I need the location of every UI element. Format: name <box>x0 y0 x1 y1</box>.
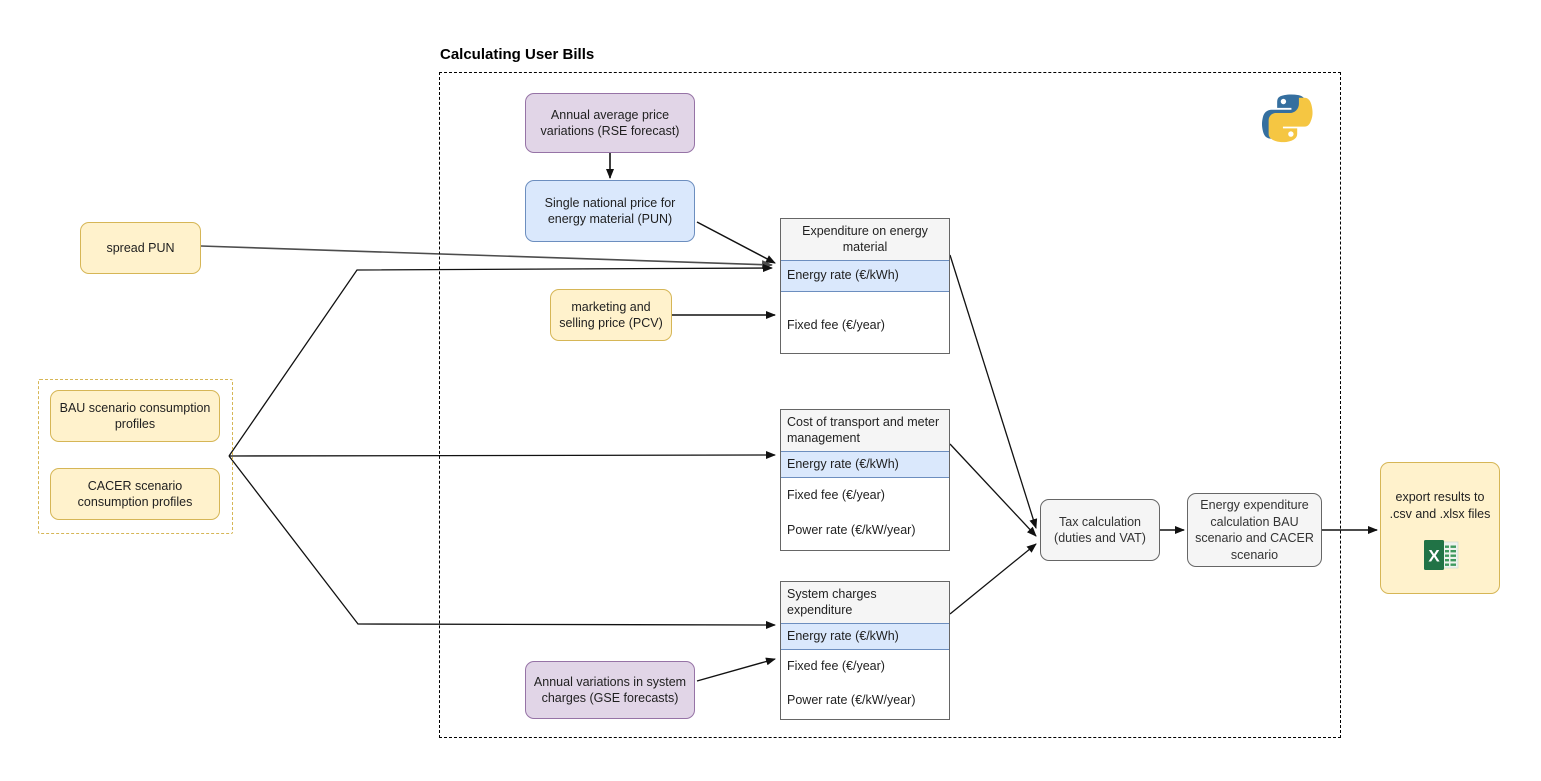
input-cacer-scenario-profiles-label: CACER scenario consumption profiles <box>77 478 193 510</box>
table-cell-label: Fixed fee (€/year) <box>787 487 885 502</box>
table-row[interactable]: Power rate (€/kW/year) <box>781 512 949 548</box>
python-logo-icon <box>1258 90 1322 159</box>
table-cell-label: Fixed fee (€/year) <box>787 659 885 674</box>
excel-icon: X <box>1422 540 1460 575</box>
table-row[interactable]: Energy rate (€/kWh) <box>781 450 949 478</box>
table-header: Cost of transport and meter management <box>781 410 949 452</box>
forecast-gse-system-charges[interactable]: Annual variations in system charges (GSE… <box>525 661 695 719</box>
table-cell-label: Energy rate (€/kWh) <box>787 628 899 643</box>
table-system-charges-expenditure: System charges expenditure Energy rate (… <box>780 581 950 720</box>
svg-text:X: X <box>1428 547 1440 566</box>
table-cell-label: Fixed fee (€/year) <box>787 318 885 333</box>
forecast-rse-label: Annual average price variations (RSE for… <box>540 107 680 139</box>
pun-label: Single national price for energy materia… <box>544 195 676 227</box>
calculating-user-bills-frame <box>439 72 1341 738</box>
pcv-marketing-selling-price[interactable]: marketing and selling price (PCV) <box>550 289 672 341</box>
table-row[interactable]: Fixed fee (€/year) <box>781 477 949 513</box>
process-tax-calculation[interactable]: Tax calculation (duties and VAT) <box>1040 499 1160 561</box>
input-bau-scenario-profiles-label: BAU scenario consumption profiles <box>59 400 211 432</box>
scenario-profiles-group <box>38 379 233 534</box>
output-export-results-label: export results to .csv and .xlsx files <box>1389 490 1491 521</box>
input-spread-pun[interactable]: spread PUN <box>80 222 201 274</box>
process-tax-calculation-line1: Tax calculation <box>1059 514 1141 529</box>
pun-single-national-price[interactable]: Single national price for energy materia… <box>525 180 695 242</box>
output-export-results[interactable]: export results to .csv and .xlsx files <box>1380 462 1500 594</box>
table-cell-label: Power rate (€/kW/year) <box>787 693 916 708</box>
table-cell-label: Power rate (€/kW/year) <box>787 522 916 537</box>
page-title: Calculating User Bills <box>440 46 595 63</box>
table-expenditure-on-energy-material: Expenditure on energy material Energy ra… <box>780 218 950 354</box>
process-energy-expenditure-label: Energy expenditure calculation BAU scena… <box>1195 498 1314 562</box>
input-cacer-scenario-profiles[interactable]: CACER scenario consumption profiles <box>50 468 220 520</box>
process-tax-calculation-line2: (duties and VAT) <box>1054 531 1146 545</box>
table-row[interactable]: Power rate (€/kW/year) <box>781 683 949 718</box>
table-header: Expenditure on energy material <box>781 219 949 261</box>
table-row[interactable]: Fixed fee (€/year) <box>781 291 949 342</box>
input-spread-pun-label: spread PUN <box>106 240 175 255</box>
forecast-gse-label: Annual variations in system charges (GSE… <box>533 674 687 706</box>
pcv-label: marketing and selling price (PCV) <box>559 299 663 331</box>
table-row[interactable]: Energy rate (€/kWh) <box>781 259 949 292</box>
table-row[interactable]: Energy rate (€/kWh) <box>781 622 949 650</box>
process-energy-expenditure-calculation[interactable]: Energy expenditure calculation BAU scena… <box>1187 493 1322 567</box>
input-bau-scenario-profiles[interactable]: BAU scenario consumption profiles <box>50 390 220 442</box>
table-cell-label: Energy rate (€/kWh) <box>787 456 899 471</box>
table-row[interactable]: Fixed fee (€/year) <box>781 649 949 684</box>
forecast-rse-price-variations[interactable]: Annual average price variations (RSE for… <box>525 93 695 153</box>
table-cell-label: Energy rate (€/kWh) <box>787 268 899 283</box>
table-cost-of-transport-and-meter-management: Cost of transport and meter management E… <box>780 409 950 551</box>
table-header: System charges expenditure <box>781 582 949 624</box>
